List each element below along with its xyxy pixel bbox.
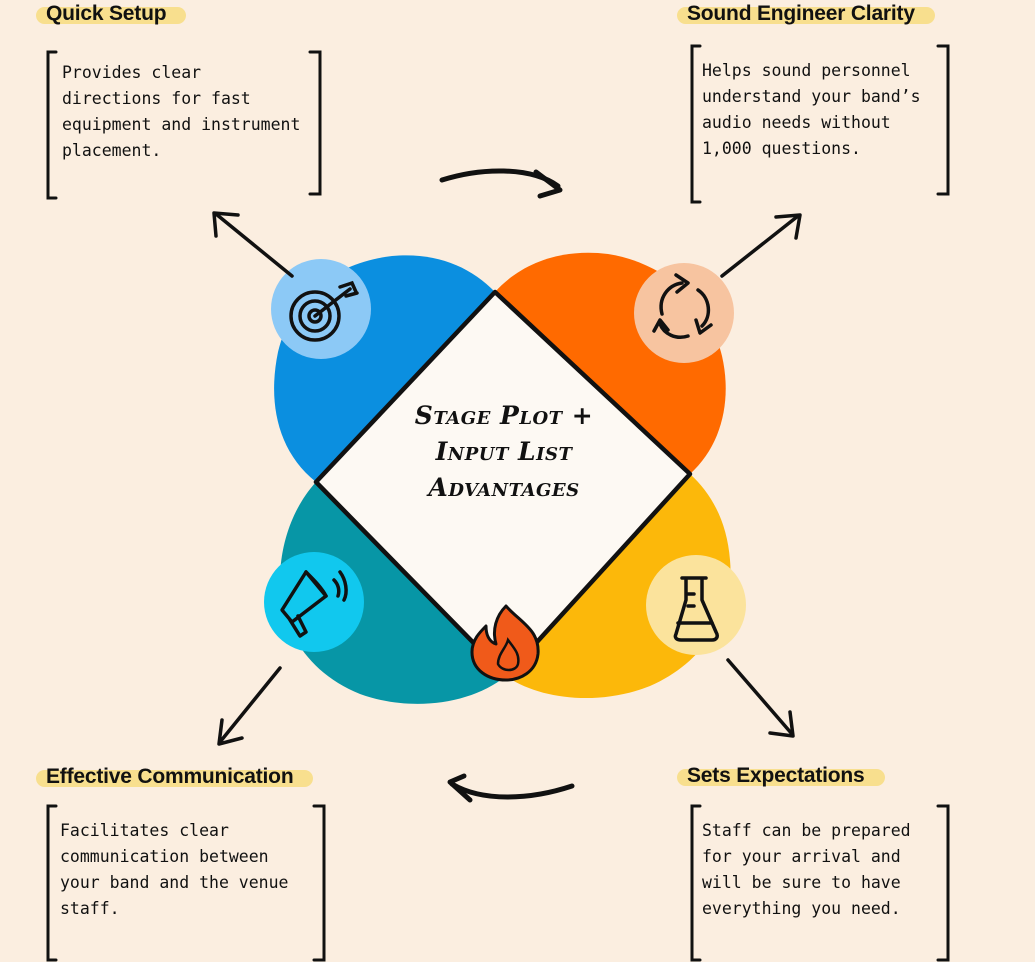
target-icon <box>289 280 359 342</box>
center-title: Stage Plot + Input List Advantages <box>414 401 594 502</box>
sets-expectations-description: Staff can be prepared for your arrival a… <box>702 821 911 918</box>
cycle-arrow-bottom <box>447 773 575 803</box>
effective-communication-description: Facilitates clear communication between … <box>60 821 289 918</box>
sound-engineer-clarity-description: Helps sound personnel understand your ba… <box>702 61 921 158</box>
quadrant-effective-communication <box>279 482 506 704</box>
arrow-to-quick-setup <box>212 211 294 278</box>
quick-setup-brackets <box>46 50 322 200</box>
arrow-to-sets-expectations <box>726 658 795 738</box>
sound-engineer-clarity-brackets <box>690 44 950 204</box>
recycle-icon-badge <box>634 263 734 363</box>
sound-engineer-clarity-title: Sound Engineer Clarity <box>677 2 935 26</box>
cycle-arrow-top <box>439 168 563 199</box>
effective-communication-title: Effective Communication <box>35 765 314 789</box>
arrow-to-effective-communication <box>217 666 282 746</box>
quick-setup-description: Provides clear directions for fast equip… <box>62 63 301 160</box>
flask-icon-badge <box>646 555 746 655</box>
arrow-to-sound-engineer <box>720 213 802 278</box>
recycle-icon <box>652 273 713 339</box>
quick-setup-title: Quick Setup <box>35 2 187 26</box>
megaphone-icon <box>280 570 348 638</box>
target-icon-badge <box>271 259 371 359</box>
sets-expectations-title: Sets Expectations <box>677 764 884 788</box>
megaphone-icon-badge <box>264 552 364 652</box>
flame-icon <box>470 604 540 682</box>
flask-icon <box>673 576 719 642</box>
